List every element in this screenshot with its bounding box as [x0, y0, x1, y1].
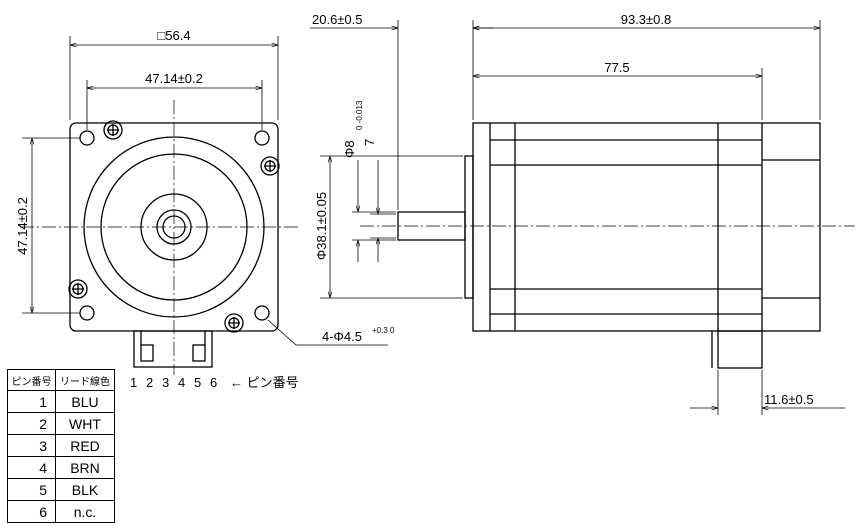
pin-number: 4 — [178, 375, 185, 390]
color-cell: WHT — [55, 412, 115, 435]
pin-label: ← ピン番号 — [230, 375, 299, 390]
pin-cell: 2 — [7, 412, 56, 435]
table-row: 3 RED — [7, 434, 115, 457]
screw-icon — [68, 279, 88, 299]
dim-shaft-flat: 7 — [362, 139, 377, 146]
connector — [133, 330, 213, 368]
front-view — [20, 100, 300, 375]
motor-body — [472, 122, 821, 332]
pin-number: 5 — [194, 375, 201, 390]
side-view — [360, 122, 855, 369]
pin-number: 6 — [210, 375, 217, 390]
pin-table: ピン番号 リード線色 1 BLU 2 WHT 3 RED 4 BRN 5 BLK… — [7, 369, 115, 523]
pin-cell: 3 — [7, 434, 56, 457]
table-row: 1 BLU — [7, 390, 115, 413]
mount-hole-tr — [254, 130, 270, 146]
pin-number-row: 1 2 3 4 5 6 ← ピン番号 — [130, 375, 299, 390]
side-connector — [717, 330, 763, 369]
color-cell: RED — [55, 434, 115, 457]
pin-number: 1 — [130, 375, 137, 390]
screw-icon — [224, 313, 244, 333]
side-dimensions — [310, 20, 845, 415]
screw-icon — [103, 120, 123, 140]
pin-cell: 5 — [7, 478, 56, 501]
dim-pilot-dia: Φ38.1±0.05 — [314, 192, 329, 260]
color-cell: BLK — [55, 478, 115, 501]
dim-body-length-inner: 77.5 — [604, 60, 629, 75]
side-flange — [464, 155, 474, 299]
color-cell: BRN — [55, 456, 115, 479]
color-cell: BLU — [55, 390, 115, 413]
dim-hole-pitch-h: 47.14±0.2 — [145, 71, 203, 86]
dim-body-length: 93.3±0.8 — [621, 12, 672, 27]
header-color: リード線色 — [55, 369, 115, 391]
pin-cell: 1 — [7, 390, 56, 413]
dim-connector-offset: 11.6±0.5 — [764, 392, 814, 407]
pin-number: 3 — [162, 375, 169, 390]
screw-icon — [260, 156, 280, 176]
mount-hole-br — [254, 305, 270, 321]
table-row: 6 n.c. — [7, 500, 115, 523]
front-dimensions — [22, 36, 388, 346]
dim-hole-pitch-v: 47.14±0.2 — [15, 197, 30, 255]
dim-shaft-dia: Φ8 — [342, 140, 357, 158]
pin-cell: 6 — [7, 500, 56, 523]
dim-shaft-tol: 0 -0.013 — [355, 100, 364, 130]
dim-hole-tol: +0.3 0 — [372, 326, 395, 335]
pin-table-header: ピン番号 リード線色 — [7, 369, 115, 391]
mount-hole-bl — [79, 305, 95, 321]
pin-cell: 4 — [7, 456, 56, 479]
dim-hole-spec: 4-Φ4.5 — [322, 329, 362, 344]
pin-number: 2 — [146, 375, 153, 390]
mount-hole-tl — [79, 130, 95, 146]
table-row: 5 BLK — [7, 478, 115, 501]
dim-flange-offset: 20.6±0.5 — [312, 12, 363, 27]
table-row: 4 BRN — [7, 456, 115, 479]
header-pin: ピン番号 — [7, 369, 56, 391]
color-cell: n.c. — [55, 500, 115, 523]
table-row: 2 WHT — [7, 412, 115, 435]
dim-square: □56.4 — [157, 28, 190, 43]
